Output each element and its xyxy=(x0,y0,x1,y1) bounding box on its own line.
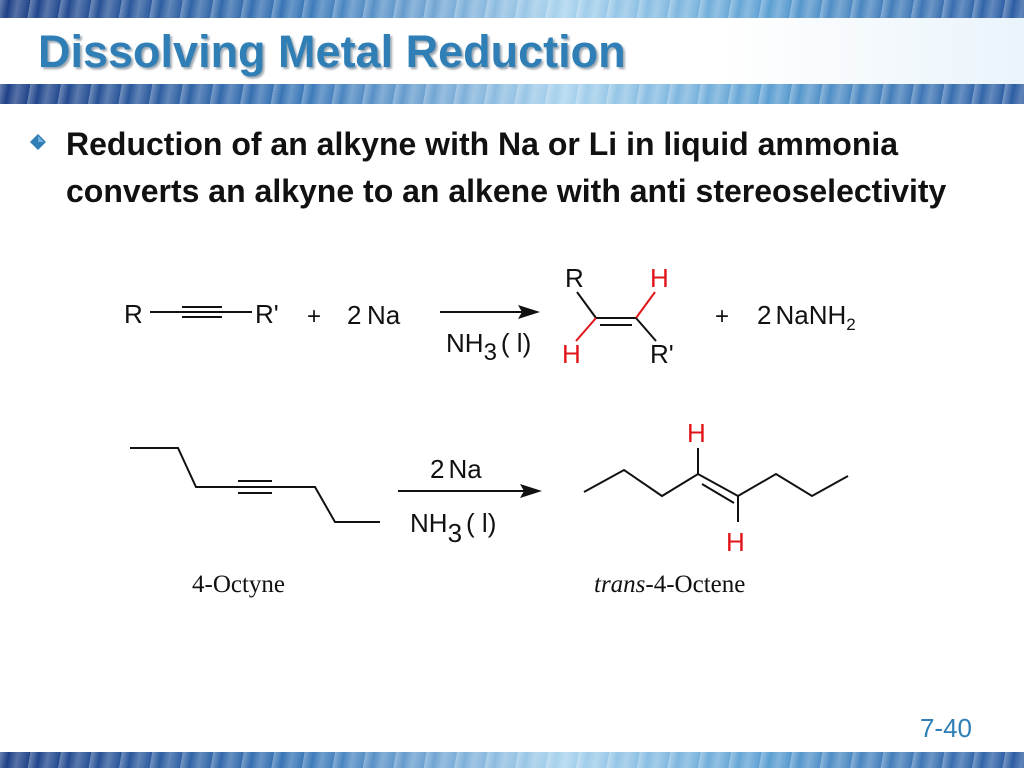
alkyne-r-prime-label: R' xyxy=(255,299,279,329)
bottom-decorative-band xyxy=(0,752,1024,768)
condition-nh-2: NH3( l) xyxy=(410,508,496,548)
page-number: 7-40 xyxy=(919,713,972,743)
diamond-bullet-icon xyxy=(30,134,46,150)
reaction-arrow-1 xyxy=(440,305,540,319)
reagent-sodium: Na xyxy=(367,300,401,330)
alkene-r-label: R xyxy=(565,263,584,293)
slide-title: Dissolving Metal Reduction xyxy=(38,26,626,77)
condition-nh: NH3( l) xyxy=(446,328,531,366)
alkyne-r-label: R xyxy=(124,299,143,329)
reactant-name-caption: 4-Octyne xyxy=(192,571,285,598)
bullet-text: Reduction of an alkyne with Na or Li in … xyxy=(66,126,947,209)
general-alkyne: R R' xyxy=(124,299,279,329)
reagent-coefficient: 2 xyxy=(347,300,361,330)
plus-sign-2: + xyxy=(715,303,729,330)
octene-h-bottom-label: H xyxy=(726,527,745,557)
octene-structure: H H xyxy=(583,418,849,557)
plus-sign: + xyxy=(307,303,321,330)
title-decorative-band xyxy=(0,84,1024,104)
octene-h-top-label: H xyxy=(687,418,706,448)
title-background xyxy=(0,18,1024,84)
alkene-h-bottom-label: H xyxy=(562,339,581,369)
top-decorative-band xyxy=(0,0,1024,18)
alkene-h-top-label: H xyxy=(650,263,669,293)
octyne-structure xyxy=(130,447,380,523)
general-alkene: R H H R' xyxy=(562,263,674,369)
reaction-arrow-2 xyxy=(398,484,542,498)
alkene-r-prime-label: R' xyxy=(650,339,674,369)
product-name-caption: trans-4-Octene xyxy=(594,571,745,598)
